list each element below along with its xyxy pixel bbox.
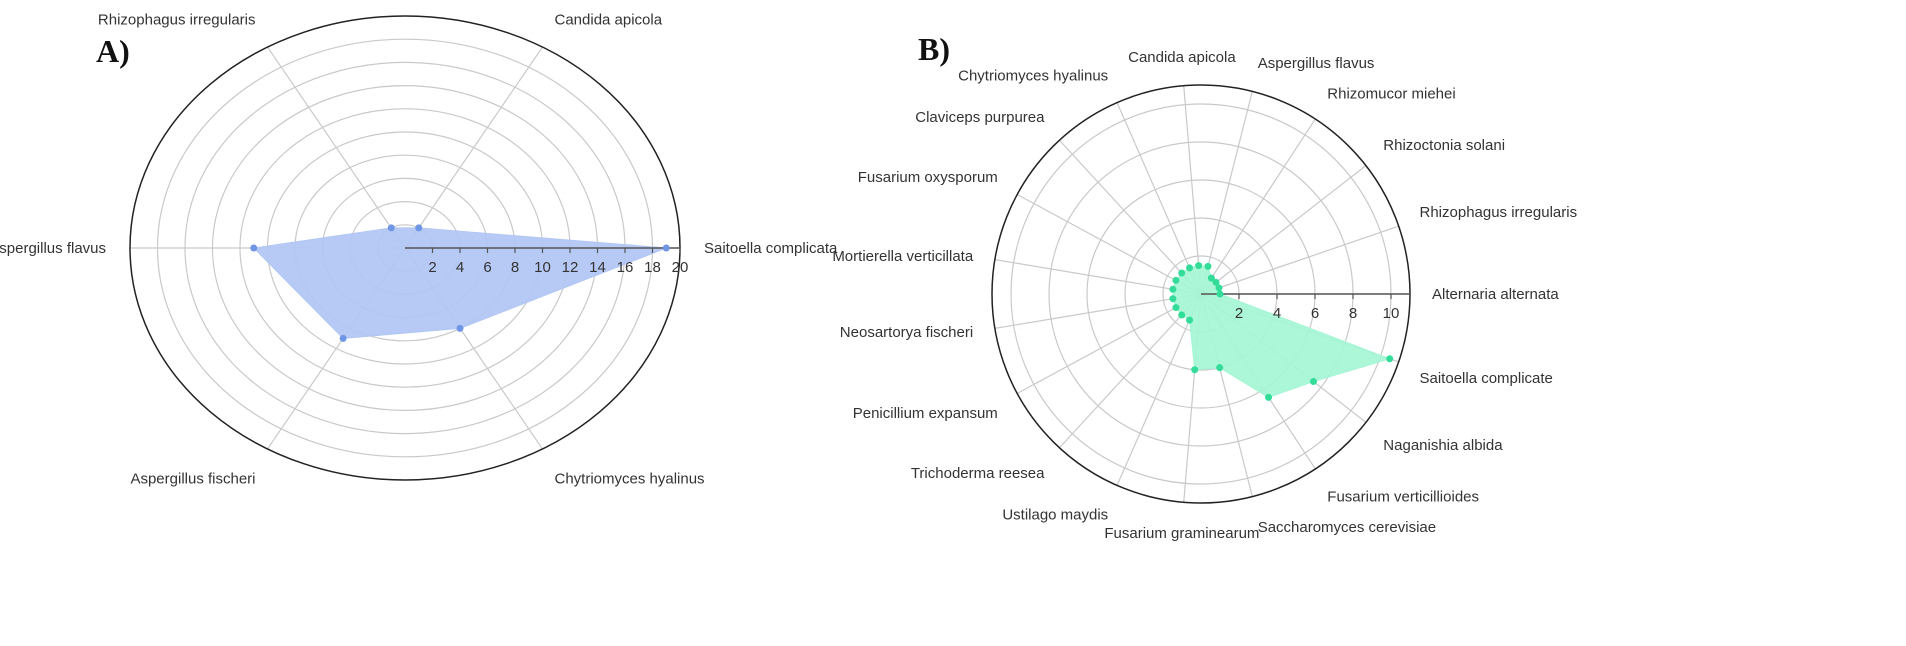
category-label: Ustilago maydis <box>1002 507 1108 524</box>
panel-letter-b: B) <box>918 31 950 67</box>
radial-tick-label: 18 <box>644 259 661 276</box>
radial-spoke <box>1016 293 1202 395</box>
category-label: Fusarium verticillioides <box>1327 488 1479 505</box>
radial-tick-label: 14 <box>589 259 606 276</box>
category-label: Aspergillus flavus <box>1258 55 1375 72</box>
radar-panel-a: 2 4 6 8 10 12 14 16 18 20 Saitoella complicata Cand… <box>0 11 838 487</box>
radial-spoke <box>1116 293 1202 486</box>
category-label: Claviceps purpurea <box>915 109 1045 126</box>
radial-spoke <box>1059 293 1202 449</box>
radial-spoke <box>1059 139 1202 295</box>
radial-tick-label: 6 <box>483 259 491 276</box>
radial-spoke <box>1200 225 1399 295</box>
category-label: Rhizoctonia solani <box>1383 137 1505 154</box>
category-label: Candida apicola <box>1128 49 1236 66</box>
data-point <box>339 334 347 342</box>
radial-tick-label: 6 <box>1311 305 1319 322</box>
radial-tick-label: 16 <box>617 259 634 276</box>
series-area <box>1172 265 1392 398</box>
category-label: Fusarium oxysporum <box>858 169 998 186</box>
radial-spoke <box>1016 193 1202 295</box>
radial-tick-label: 10 <box>534 259 551 276</box>
data-point <box>1216 364 1224 372</box>
data-point <box>1212 278 1220 286</box>
radar-panel-b: 2 4 6 8 10 Alternaria alternata Rhizophagus ir… <box>832 49 1577 542</box>
data-point <box>1169 295 1177 303</box>
radial-spoke <box>1183 85 1202 295</box>
data-point <box>1186 316 1194 324</box>
radial-tick-label: 10 <box>1383 305 1400 322</box>
radial-spoke <box>1200 91 1253 295</box>
data-point <box>387 224 395 232</box>
radial-tick-label: 12 <box>562 259 579 276</box>
radial-tick-label: 8 <box>511 259 519 276</box>
data-point <box>662 244 670 252</box>
radial-tick-label: 4 <box>1273 305 1281 322</box>
category-label: Rhizophagus irregularis <box>1420 204 1578 221</box>
data-point <box>1172 276 1180 284</box>
data-point <box>1215 284 1223 292</box>
radial-spoke <box>994 259 1202 295</box>
radial-spoke <box>1116 102 1202 295</box>
radial-tick-label: 8 <box>1349 305 1357 322</box>
data-point <box>1207 274 1215 282</box>
data-point <box>1191 366 1199 374</box>
category-label: Saitoella complicate <box>1420 370 1553 387</box>
data-point <box>1172 304 1180 312</box>
category-label: Saitoella complicata <box>704 240 838 257</box>
data-point <box>1309 378 1317 386</box>
category-label: Alternaria alternata <box>1432 286 1559 303</box>
data-point <box>1186 264 1194 272</box>
data-point <box>250 244 258 252</box>
radial-tick-label: 2 <box>1235 305 1243 322</box>
category-label: Penicillium expansum <box>853 405 998 422</box>
radial-spoke <box>1200 118 1316 295</box>
data-point <box>1204 262 1212 270</box>
category-label: Aspergillus flavus <box>0 240 106 257</box>
data-point <box>456 324 464 332</box>
data-point <box>1178 311 1186 319</box>
category-label: Fusarium graminearum <box>1104 525 1259 542</box>
data-point <box>1265 393 1273 401</box>
data-point <box>1178 269 1186 277</box>
data-point <box>1195 262 1203 270</box>
category-label: Aspergillus fischeri <box>130 471 255 488</box>
panel-letter-a: A) <box>96 33 130 69</box>
data-point <box>415 224 423 232</box>
data-point <box>1216 290 1224 298</box>
radial-spoke <box>994 293 1202 329</box>
radial-tick-label: 2 <box>428 259 436 276</box>
category-label: Mortierella verticillata <box>832 248 974 265</box>
data-point <box>1169 285 1177 293</box>
radial-tick-label: 20 <box>672 259 689 276</box>
category-label: Candida apicola <box>555 11 663 28</box>
category-label: Neosartorya fischeri <box>840 324 973 341</box>
radial-tick-label: 4 <box>456 259 464 276</box>
category-label: Trichoderma reesea <box>911 465 1045 482</box>
radial-spoke <box>1200 165 1367 295</box>
series-area <box>252 227 667 339</box>
category-label: Rhizophagus irregularis <box>98 11 256 28</box>
category-label: Rhizomucor miehei <box>1327 86 1455 103</box>
category-label: Saccharomyces cerevisiae <box>1258 519 1436 536</box>
category-label: Chytriomyces hyalinus <box>958 68 1108 85</box>
category-label: Chytriomyces hyalinus <box>555 471 705 488</box>
data-point <box>1386 355 1394 363</box>
category-label: Naganishia albida <box>1383 437 1503 454</box>
